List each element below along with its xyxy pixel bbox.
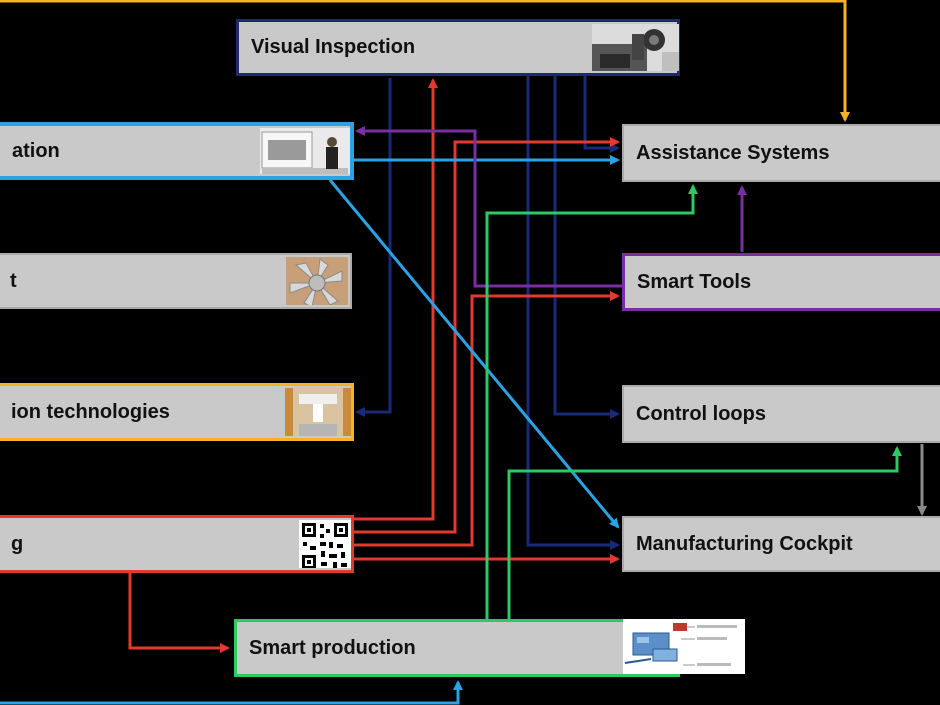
assistance-systems-label: Assistance Systems xyxy=(636,141,830,164)
component-box: t xyxy=(0,253,352,309)
arrow-navy-visual-to-assistance xyxy=(583,76,620,153)
smart-tools-box: Smart Tools xyxy=(622,253,940,311)
tracking-label: g xyxy=(11,532,24,555)
turbine-blade-photo-icon xyxy=(286,257,348,305)
arrow-blue-to-cockpit xyxy=(328,179,620,529)
control-loops-label: Control loops xyxy=(636,402,766,425)
assistance-systems-box: Assistance Systems xyxy=(622,124,940,182)
arrow-yellow-to-assistance xyxy=(0,0,850,122)
robot-camera-photo-icon xyxy=(592,24,679,71)
control-loops-box: Control loops xyxy=(622,385,940,443)
automation-box: ation xyxy=(0,122,354,180)
component-label: t xyxy=(10,269,17,292)
arrow-navy-visual-to-control xyxy=(553,76,620,419)
manufacturing-cockpit-label: Manufacturing Cockpit xyxy=(636,532,853,555)
machine-operator-photo-icon xyxy=(260,128,350,174)
arrow-green-to-assistance xyxy=(485,184,698,620)
smart-production-label: Smart production xyxy=(249,636,416,659)
manufacturing-cockpit-box: Manufacturing Cockpit xyxy=(622,516,940,572)
machine-tool-photo-icon xyxy=(285,388,351,436)
visual-inspection-label: Visual Inspection xyxy=(251,36,416,58)
automation-label: ation xyxy=(12,139,60,162)
arrow-red-to-visual xyxy=(352,78,438,521)
production-technologies-box: ion technologies xyxy=(0,383,354,441)
smart-production-box: Smart production xyxy=(234,619,680,677)
visual-inspection-box: Visual Inspection xyxy=(236,19,680,76)
production-technologies-label: ion technologies xyxy=(11,400,170,423)
smart-tools-label: Smart Tools xyxy=(637,270,752,293)
arrow-red-to-assistance xyxy=(352,137,620,534)
arrow-navy-visual-to-cockpit xyxy=(526,76,620,550)
arrow-green-to-control xyxy=(507,446,902,620)
qr-code-icon xyxy=(299,520,351,568)
arrow-navy-visual-to-prodtech xyxy=(355,78,392,417)
production-layout-schematic-icon xyxy=(623,619,745,674)
arrow-blue-to-smartproduction xyxy=(0,680,463,705)
tracking-box: g xyxy=(0,515,354,573)
arrow-red-to-smartproduction xyxy=(128,573,230,653)
arrow-red-to-smarttools xyxy=(352,291,620,547)
arrow-purple-to-automation xyxy=(355,126,622,288)
